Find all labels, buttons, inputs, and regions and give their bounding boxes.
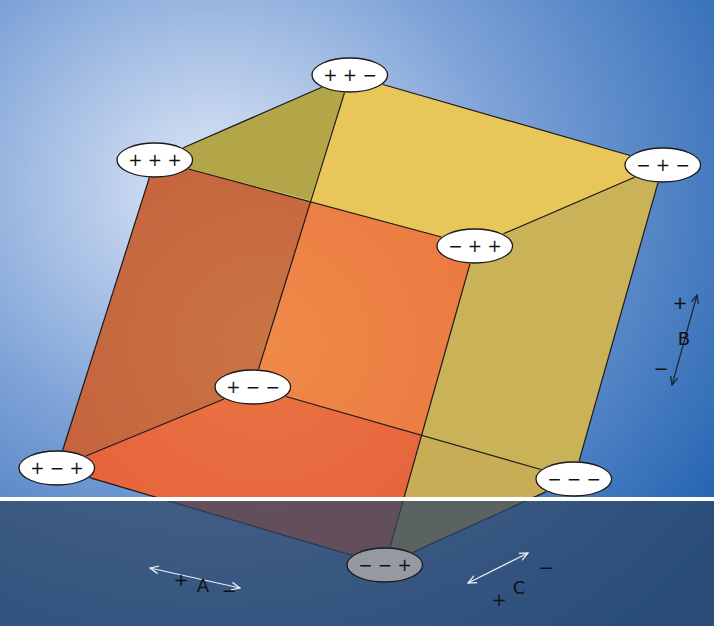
cube-edge	[503, 177, 634, 234]
cube-edge	[86, 399, 224, 456]
vertex-oval: + − −	[214, 369, 292, 405]
vertex-label: + − +	[30, 458, 84, 478]
axis-label: −	[538, 557, 553, 578]
cube-edge	[286, 396, 541, 469]
vertex-oval: + − +	[18, 450, 96, 486]
axis-label: −	[653, 358, 668, 379]
vertex-label: − − +	[358, 555, 412, 575]
vertex-label: + + +	[128, 150, 182, 170]
axis-label: +	[491, 589, 506, 610]
axis-label: A	[197, 575, 209, 596]
cube-edge	[189, 169, 442, 237]
cube-edge	[63, 178, 150, 450]
cube-edge	[259, 93, 345, 369]
vertex-label: + + −	[323, 65, 377, 85]
vertex-oval: − − −	[535, 461, 613, 497]
axis-label: B	[678, 328, 690, 349]
vertex-oval: + + +	[116, 142, 194, 178]
axis-label: +	[672, 292, 687, 313]
cube-edge	[579, 183, 658, 461]
axis-label: +	[173, 569, 188, 590]
vertex-label: − + +	[448, 236, 502, 256]
axis-label: −	[221, 580, 236, 601]
axis-label: C	[513, 577, 526, 598]
vertex-label: − − −	[547, 469, 601, 489]
cube-edge	[383, 84, 630, 155]
vertex-oval: − + −	[624, 147, 702, 183]
vertex-oval: + + −	[311, 57, 389, 93]
vertex-oval: − + +	[436, 228, 514, 264]
vertex-oval: − − +	[346, 547, 424, 583]
vertex-label: + − −	[226, 377, 280, 397]
vertex-label: − + −	[636, 155, 690, 175]
cube-edge	[183, 87, 321, 147]
